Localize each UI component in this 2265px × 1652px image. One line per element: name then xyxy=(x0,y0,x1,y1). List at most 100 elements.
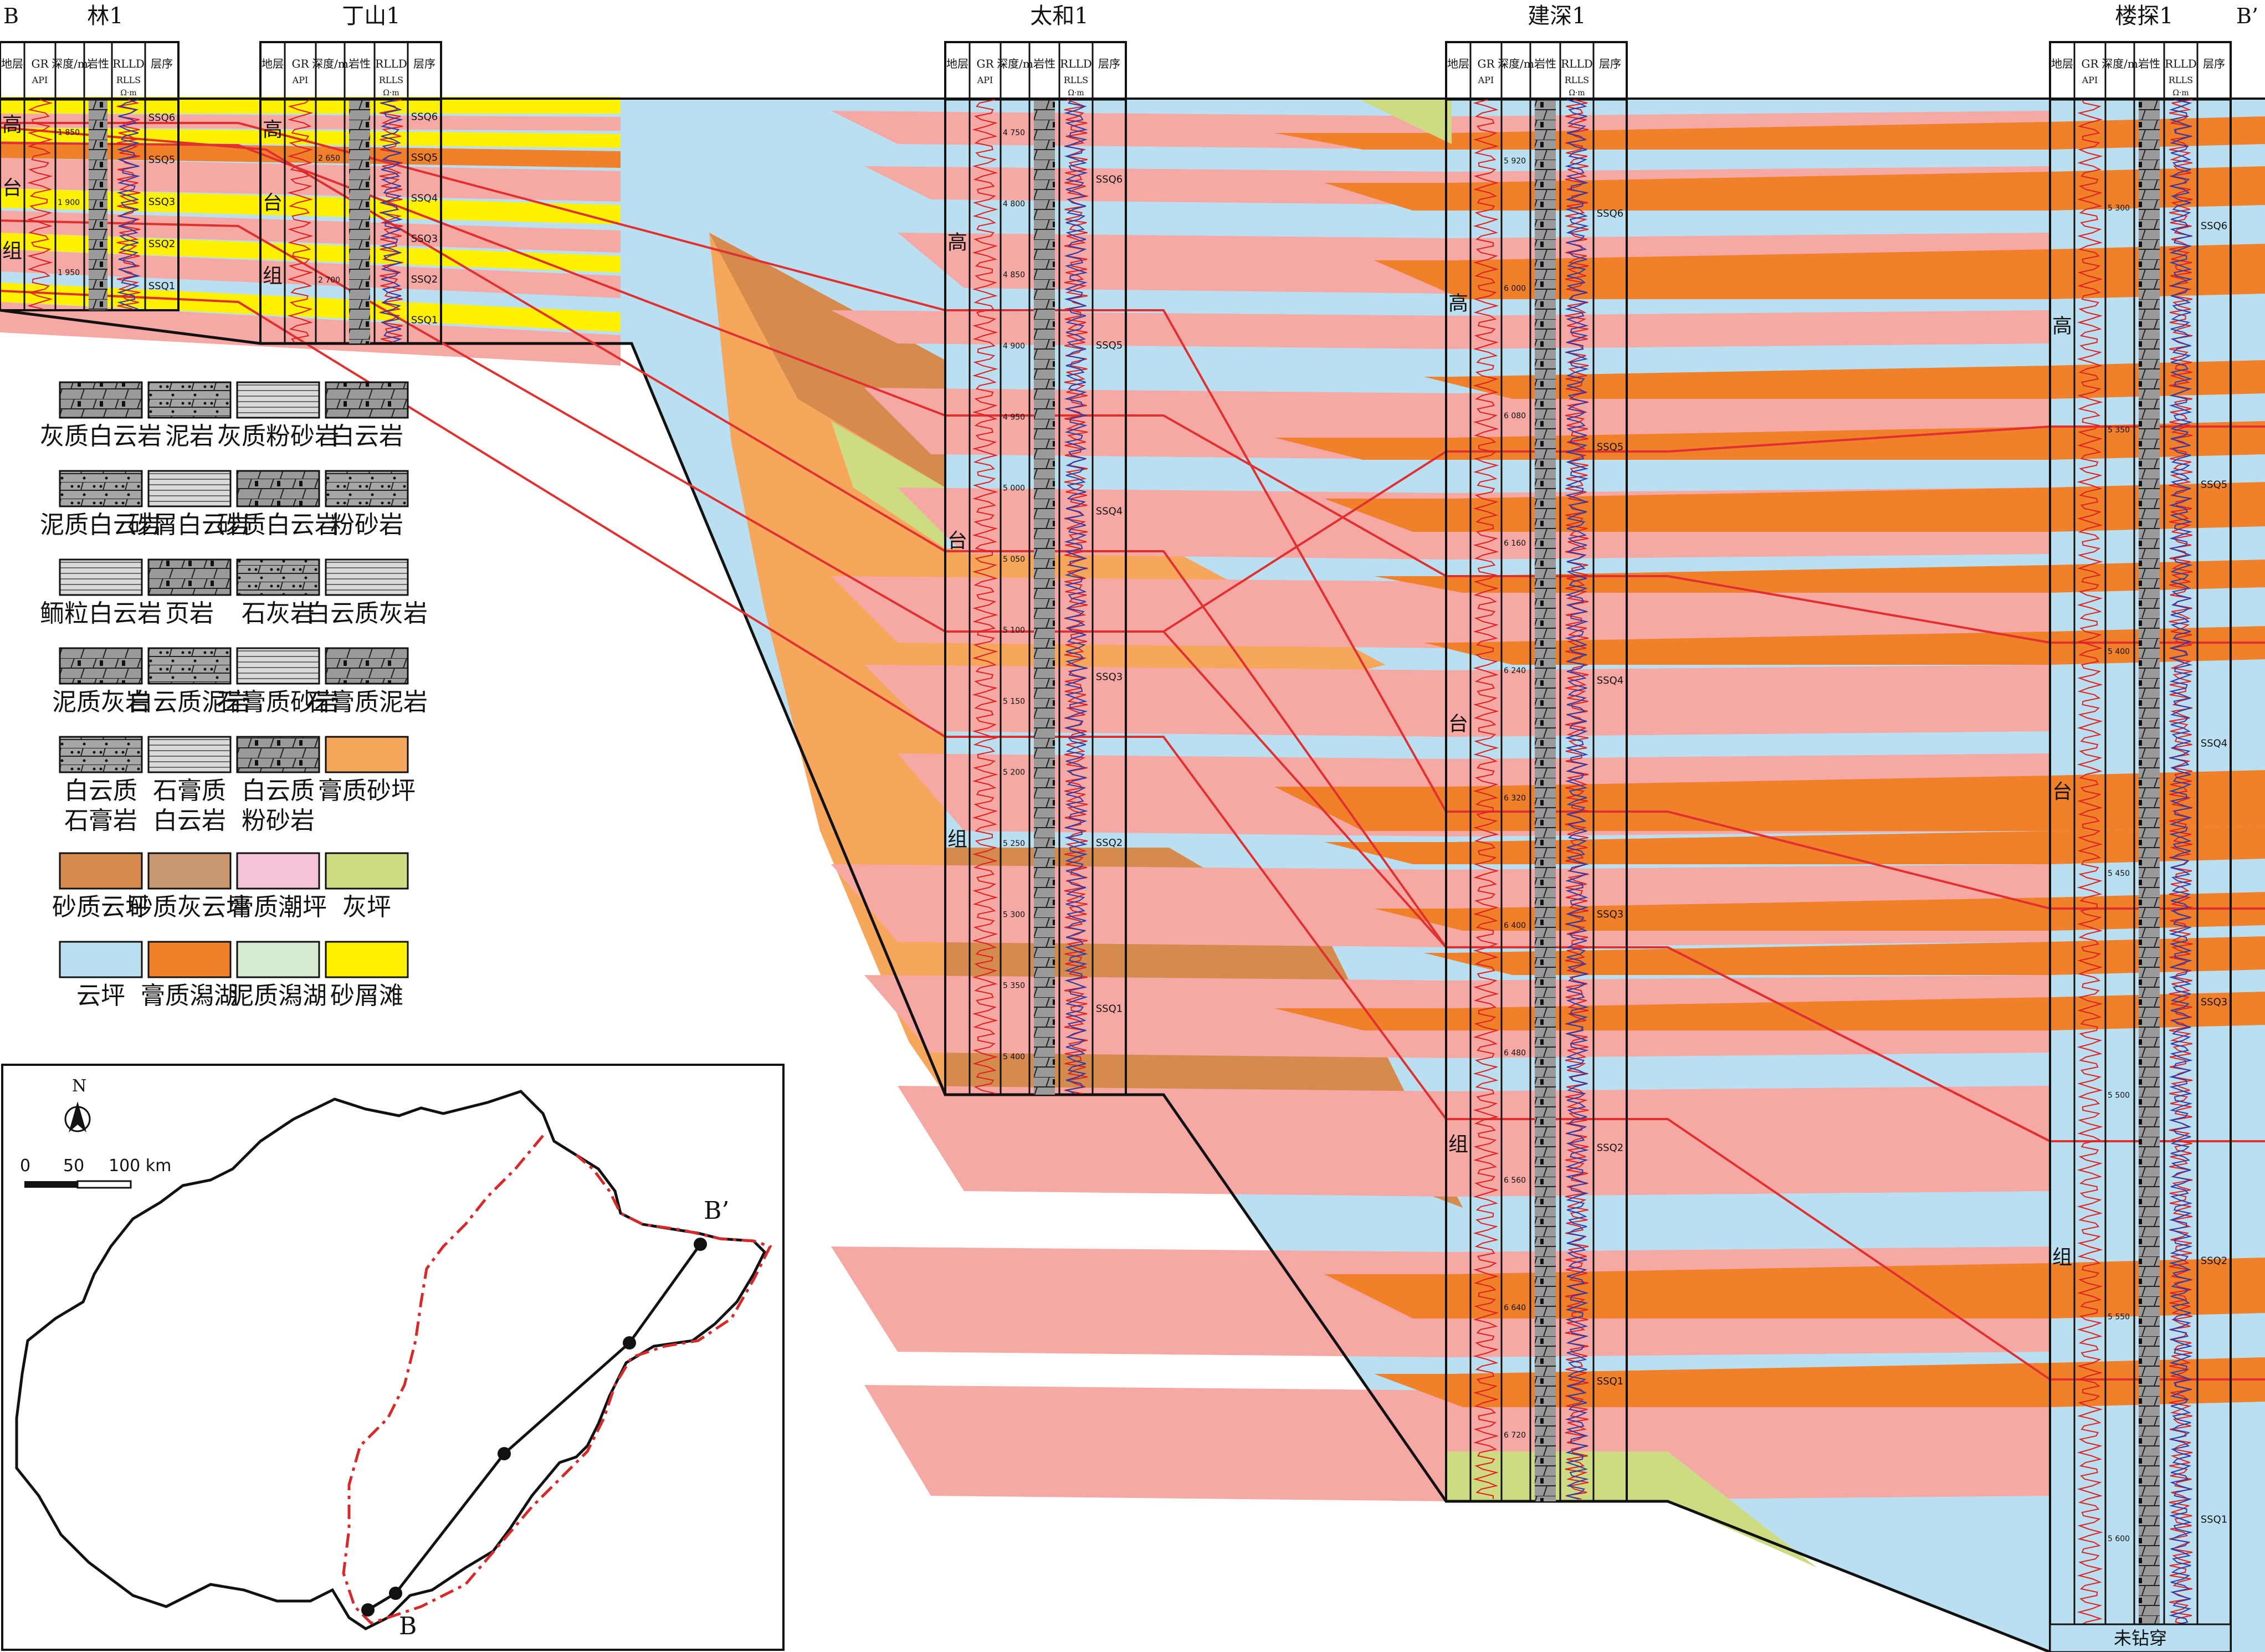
ssq-label: SSQ5 xyxy=(148,154,175,166)
legend-swatch xyxy=(147,470,232,507)
legend-swatch xyxy=(325,941,409,978)
legend-label: 白云岩 xyxy=(153,807,226,835)
track-header-lith: 岩性 xyxy=(349,57,371,70)
facies-band xyxy=(0,158,621,202)
track-header-res-unit: Ω·m xyxy=(1569,89,1585,98)
ssq-label: SSQ4 xyxy=(1096,505,1123,517)
lithology-track xyxy=(2139,100,2160,1652)
gaozhi-xihu-band xyxy=(1274,770,2265,831)
sequence-boundary-line xyxy=(945,425,2265,633)
svg-text:0: 0 xyxy=(20,1156,30,1176)
legend-swatch xyxy=(325,852,409,890)
ssq-label: SSQ3 xyxy=(148,196,175,208)
depth-tick-label: 4 750 xyxy=(1003,129,1025,137)
legend-swatch xyxy=(59,647,143,685)
legend-label: 页岩 xyxy=(165,599,214,628)
ssq-label: SSQ1 xyxy=(148,280,175,292)
section-end-right-label: B’ xyxy=(2236,4,2258,28)
legend-swatch xyxy=(236,647,320,685)
huiping-body xyxy=(1357,99,1452,144)
lithology-track xyxy=(1535,100,1556,1501)
depth-tick-label: 6 000 xyxy=(1504,284,1526,293)
facies-band xyxy=(0,249,621,298)
depth-tick-label: 5 450 xyxy=(2108,869,2130,878)
formation-char: 台 xyxy=(2052,781,2072,803)
legend-swatch xyxy=(236,558,320,596)
legend-item: 灰坪 xyxy=(325,852,409,921)
track-header-seq: 层序 xyxy=(1098,57,1120,70)
legend-label: 白云质 xyxy=(242,777,315,805)
track-header-gr: GR xyxy=(2081,57,2099,70)
formation-char: 台 xyxy=(2,177,22,199)
ssq-label: SSQ1 xyxy=(1096,1003,1123,1014)
legend-item: 砂屑滩 xyxy=(325,941,409,1010)
track-header-res1: RLLD xyxy=(1060,57,1092,70)
rlld-curve xyxy=(2169,99,2193,1652)
well-title-jianshen1: 建深1 xyxy=(1528,3,1586,29)
depth-tick-label: 4 900 xyxy=(1003,342,1025,351)
legend-swatch xyxy=(236,470,320,507)
formation-char: 组 xyxy=(2052,1246,2072,1269)
track-header-gr-unit: API xyxy=(32,75,48,85)
track-header-res-unit: Ω·m xyxy=(383,89,399,98)
legend-item: 砂屑白云岩 xyxy=(129,470,250,539)
track-header-seq: 层序 xyxy=(413,57,435,70)
basin-outline xyxy=(15,1090,767,1630)
legend-swatch xyxy=(59,470,143,507)
legend-swatch xyxy=(147,381,232,419)
depth-tick-label: 4 950 xyxy=(1003,413,1025,422)
rlls-curve xyxy=(2169,99,2193,1652)
gr-curve xyxy=(27,99,53,310)
depth-tick-label: 5 550 xyxy=(2108,1313,2130,1322)
ssq-label: SSQ1 xyxy=(2201,1514,2227,1526)
track-header-res-unit: Ω·m xyxy=(120,89,136,98)
svg-text:100 km: 100 km xyxy=(109,1156,171,1176)
legend-label: 灰质白云岩 xyxy=(40,422,162,450)
ssq-label: SSQ2 xyxy=(1096,837,1123,849)
track-header-res1: RLLD xyxy=(1561,57,1593,70)
well-point-dingshan1 xyxy=(389,1587,402,1600)
gaozhi-xihu-band xyxy=(1424,936,2265,975)
ssq-label: SSQ2 xyxy=(411,274,438,285)
facies-band xyxy=(0,211,621,253)
track-header-res-unit: Ω·m xyxy=(2172,89,2189,98)
legend-label: 石膏岩 xyxy=(64,807,137,835)
legend-swatch xyxy=(59,558,143,596)
legend-label: 砂质云坪 xyxy=(52,893,150,921)
formation-char: 高 xyxy=(263,119,283,141)
gaozhi-xihu-band xyxy=(1424,626,2265,665)
formation-char: 台 xyxy=(947,530,967,552)
track-header-seq: 层序 xyxy=(2203,57,2225,70)
track-header-rlls: RLLS xyxy=(379,75,403,85)
legend-label: 泥岩 xyxy=(165,422,214,450)
sequence-boundary-line xyxy=(0,290,2265,1381)
ssq-label: SSQ4 xyxy=(1597,675,1623,686)
depth-tick-label: 6 160 xyxy=(1504,539,1526,548)
facies-bands xyxy=(0,97,2265,1652)
legend-swatch xyxy=(325,647,409,685)
legend-label: 粉砂岩 xyxy=(330,511,403,539)
depth-tick-label: 6 400 xyxy=(1504,921,1526,930)
legend-label: 泥质白云岩 xyxy=(40,511,162,539)
not-drilled-through-label: 未钻穿 xyxy=(2114,1628,2167,1649)
map-frame xyxy=(1,1064,785,1651)
legend-swatch xyxy=(325,558,409,596)
gaozhi-xihu-band xyxy=(1374,560,2265,593)
track-header-depth: 深度/m xyxy=(2102,57,2138,70)
ssq-label: SSQ4 xyxy=(2201,738,2227,750)
rlls-curve xyxy=(116,99,141,310)
legend: 灰质白云岩泥岩灰质粉砂岩白云岩泥质白云岩砂屑白云岩砂质白云岩粉砂岩鲕粒白云岩页岩… xyxy=(40,381,428,1010)
legend-swatch xyxy=(147,852,232,890)
depth-tick-label: 6 080 xyxy=(1504,412,1526,420)
legend-item: 白云质泥岩 xyxy=(129,647,250,716)
depth-tick-label: 5 600 xyxy=(2108,1535,2130,1543)
legend-label: 灰质粉砂岩 xyxy=(217,422,339,450)
depth-tick-label: 6 240 xyxy=(1504,666,1526,675)
track-header-lith: 岩性 xyxy=(2138,57,2160,70)
svg-text:50: 50 xyxy=(63,1156,84,1176)
depth-tick-label: 1 950 xyxy=(58,269,80,278)
